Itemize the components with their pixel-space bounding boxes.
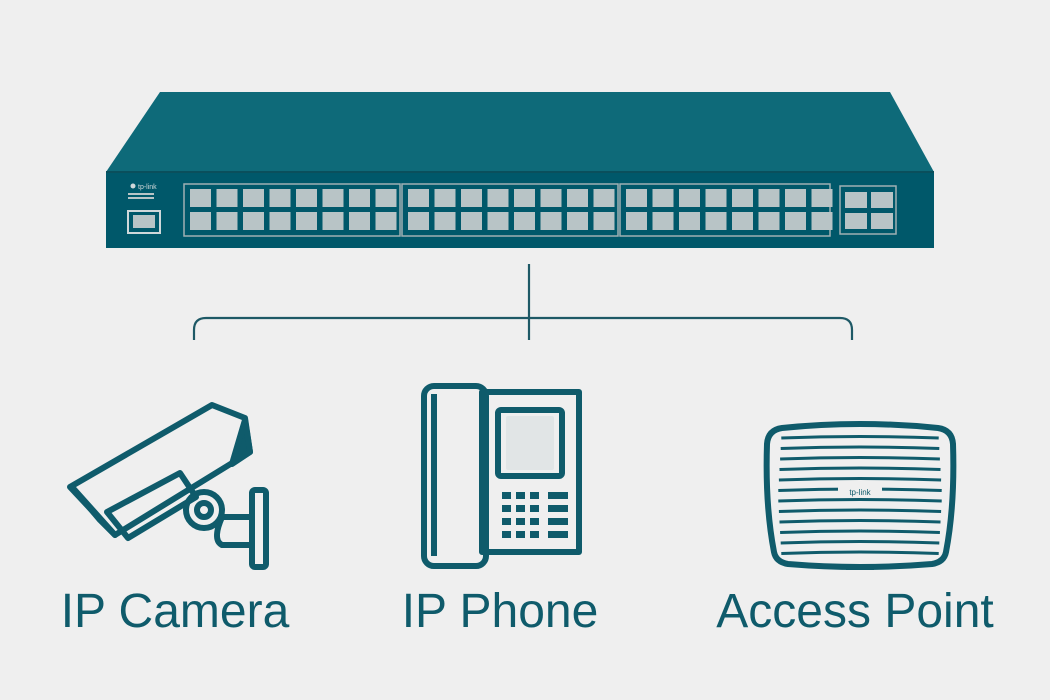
phone-function-key [548, 518, 568, 525]
ip-camera-icon [67, 402, 269, 570]
ethernet-port [269, 189, 291, 207]
vent-line [778, 477, 942, 482]
phone-function-key [548, 492, 568, 499]
connection-lines [192, 264, 854, 340]
access-point-brand: tp-link [849, 488, 871, 497]
ethernet-port [540, 212, 562, 230]
vent-line [781, 435, 939, 440]
ethernet-port [758, 212, 780, 230]
ethernet-port [732, 212, 753, 230]
ethernet-port [322, 189, 344, 207]
vent-line [780, 456, 940, 461]
ethernet-port [811, 212, 833, 230]
phone-key [516, 505, 525, 512]
switch-brand-text: tp-link [138, 184, 157, 191]
phone-key [530, 518, 539, 525]
vent-line [780, 445, 940, 450]
ethernet-port [243, 212, 264, 230]
ethernet-port [540, 189, 562, 207]
ethernet-port [434, 212, 456, 230]
phone-function-key [548, 531, 568, 538]
ethernet-port [705, 212, 727, 230]
phone-function-key [548, 505, 568, 512]
sfp-port-grid [839, 185, 897, 235]
ip-camera-label: IP Camera [60, 585, 290, 638]
vent-line [780, 529, 940, 534]
ethernet-port [567, 212, 588, 230]
ethernet-port-grid [190, 189, 833, 230]
access-point-icon: tp-link [763, 421, 957, 570]
ethernet-port [190, 212, 211, 230]
ethernet-port [269, 212, 291, 230]
ethernet-port [758, 189, 780, 207]
vent-line [781, 550, 939, 555]
switch-top-panel [106, 92, 934, 172]
ethernet-port [408, 212, 429, 230]
ethernet-port [785, 212, 806, 230]
access-point-label: Access Point [716, 585, 994, 638]
ethernet-port [652, 189, 674, 207]
vent-line [778, 498, 942, 503]
ethernet-port [679, 212, 700, 230]
ethernet-port [375, 189, 397, 207]
ethernet-port [679, 189, 700, 207]
ethernet-port [190, 189, 211, 207]
ethernet-port [322, 212, 344, 230]
sfp-port [871, 192, 893, 208]
phone-key [502, 531, 511, 538]
ethernet-port [567, 189, 588, 207]
ethernet-port [349, 189, 370, 207]
ethernet-port [243, 189, 264, 207]
branch-bracket [192, 316, 854, 340]
access-point-vents [778, 435, 942, 555]
phone-keypad [502, 492, 568, 538]
ethernet-port [434, 189, 456, 207]
ethernet-port [461, 212, 482, 230]
vent-line [779, 466, 941, 471]
ethernet-port [626, 189, 647, 207]
ethernet-port [593, 189, 615, 207]
switch-brand-logo: tp-link [128, 183, 157, 199]
ethernet-port [514, 189, 535, 207]
ethernet-port [461, 189, 482, 207]
vent-line [778, 508, 942, 513]
phone-key [516, 492, 525, 499]
console-port [127, 210, 161, 234]
ethernet-port [705, 189, 727, 207]
ethernet-port [626, 212, 647, 230]
phone-key [530, 531, 539, 538]
sfp-port [845, 213, 867, 229]
ethernet-port [652, 212, 674, 230]
vent-line [779, 519, 941, 524]
phone-key [502, 505, 511, 512]
ethernet-port [811, 189, 833, 207]
ethernet-port [216, 212, 238, 230]
ethernet-port [732, 189, 753, 207]
ethernet-port [349, 212, 370, 230]
ethernet-port [296, 189, 317, 207]
ethernet-port [375, 212, 397, 230]
vent-line [780, 540, 940, 545]
ethernet-port [785, 189, 806, 207]
ip-phone-label: IP Phone [401, 585, 599, 638]
ethernet-port [514, 212, 535, 230]
ethernet-port [296, 212, 317, 230]
phone-key [502, 518, 511, 525]
ethernet-port [487, 189, 509, 207]
ethernet-port [216, 189, 238, 207]
ethernet-port [593, 212, 615, 230]
network-switch: tp-link [106, 92, 934, 248]
ethernet-port [408, 189, 429, 207]
phone-key [530, 505, 539, 512]
ethernet-port [487, 212, 509, 230]
ip-phone-icon [421, 383, 582, 569]
sfp-port [871, 213, 893, 229]
phone-key [516, 531, 525, 538]
sfp-port [845, 192, 867, 208]
phone-key [530, 492, 539, 499]
phone-key [502, 492, 511, 499]
phone-key [516, 518, 525, 525]
